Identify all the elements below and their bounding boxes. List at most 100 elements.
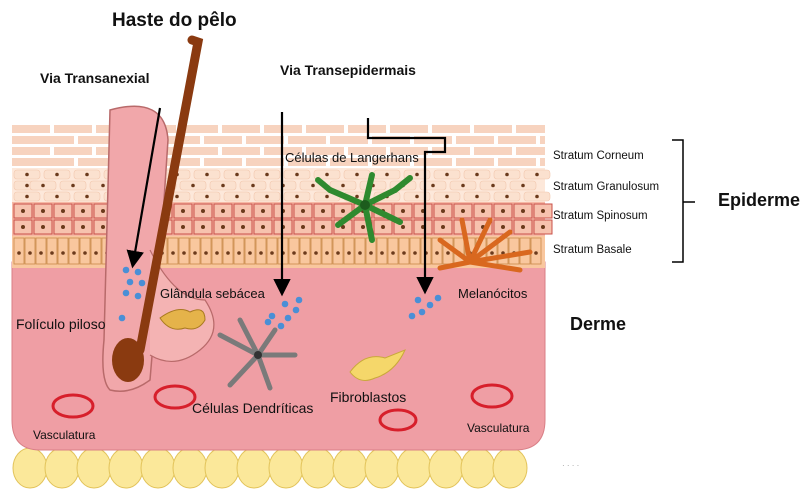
basale-nucleus bbox=[50, 251, 54, 255]
basale-nucleus bbox=[171, 251, 175, 255]
spinosum-nucleus bbox=[441, 209, 445, 213]
granulosum-nucleus bbox=[25, 184, 29, 188]
particle bbox=[415, 297, 422, 304]
granulosum-nucleus bbox=[205, 173, 209, 177]
granulosum-nucleus bbox=[385, 173, 389, 177]
fat-cell bbox=[301, 448, 335, 488]
basale-nucleus bbox=[380, 251, 384, 255]
granulosum-nucleus bbox=[191, 184, 195, 188]
basale-cell bbox=[289, 238, 299, 264]
basale-nucleus bbox=[292, 251, 296, 255]
corneum-cell bbox=[540, 158, 545, 166]
spinosum-nucleus bbox=[501, 209, 505, 213]
particle bbox=[435, 295, 442, 302]
spinosum-nucleus bbox=[61, 225, 65, 229]
corneum-cell bbox=[414, 158, 452, 166]
basale-nucleus bbox=[17, 251, 21, 255]
corneum-cell bbox=[306, 125, 344, 133]
dendritic-cells-label: Células Dendríticas bbox=[192, 400, 313, 416]
basale-cell bbox=[344, 238, 354, 264]
spinosum-nucleus bbox=[541, 225, 545, 229]
basale-nucleus bbox=[72, 251, 76, 255]
diagram-title: Haste do pêlo bbox=[112, 10, 237, 32]
basale-cell bbox=[91, 238, 101, 264]
particle bbox=[119, 315, 126, 322]
granulosum-nucleus bbox=[265, 195, 269, 199]
fat-cell bbox=[205, 448, 239, 488]
transepidermal-label: Via Transepidermais bbox=[280, 62, 416, 78]
spinosum-nucleus bbox=[541, 209, 545, 213]
spinosum-nucleus bbox=[361, 225, 365, 229]
particle bbox=[296, 297, 303, 304]
granulosum-nucleus bbox=[175, 195, 179, 199]
spinosum-nucleus bbox=[81, 209, 85, 213]
basale-cell bbox=[509, 238, 519, 264]
spinosum-nucleus bbox=[61, 209, 65, 213]
epidermis-label: Epiderme bbox=[718, 190, 800, 211]
vasculature-right-label: Vasculatura bbox=[467, 421, 529, 435]
basale-nucleus bbox=[391, 251, 395, 255]
particle bbox=[293, 307, 300, 314]
corneum-cell bbox=[474, 147, 512, 155]
corneum-cell bbox=[12, 147, 50, 155]
particle bbox=[135, 293, 142, 300]
particle bbox=[285, 315, 292, 322]
granulosum-nucleus bbox=[355, 195, 359, 199]
basale-nucleus bbox=[259, 251, 263, 255]
spinosum-nucleus bbox=[21, 225, 25, 229]
granulosum-nucleus bbox=[221, 184, 225, 188]
corneum-cell bbox=[288, 136, 326, 144]
basale-nucleus bbox=[490, 251, 494, 255]
granulosum-nucleus bbox=[325, 173, 329, 177]
spinosum-nucleus bbox=[261, 225, 265, 229]
spinosum-nucleus bbox=[241, 209, 245, 213]
spinosum-nucleus bbox=[21, 209, 25, 213]
basale-nucleus bbox=[358, 251, 362, 255]
corneum-cell bbox=[222, 125, 260, 133]
basale-nucleus bbox=[303, 251, 307, 255]
layer-label-corneum: Stratum Corneum bbox=[553, 150, 644, 162]
granulosum-nucleus bbox=[521, 184, 525, 188]
granulosum-nucleus bbox=[41, 184, 45, 188]
vasculature-left-label: Vasculatura bbox=[33, 428, 95, 442]
layer-label-basale: Stratum Basale bbox=[553, 244, 632, 256]
basale-nucleus bbox=[435, 251, 439, 255]
spinosum-nucleus bbox=[461, 209, 465, 213]
spinosum-nucleus bbox=[181, 209, 185, 213]
particle bbox=[419, 309, 426, 316]
granulosum-nucleus bbox=[445, 195, 449, 199]
basale-nucleus bbox=[534, 251, 538, 255]
melanocytes-label: Melanócitos bbox=[458, 286, 527, 301]
basale-cell bbox=[267, 238, 277, 264]
basale-cell bbox=[168, 238, 178, 264]
basale-nucleus bbox=[83, 251, 87, 255]
granulosum-nucleus bbox=[265, 173, 269, 177]
granulosum-nucleus bbox=[505, 173, 509, 177]
spinosum-nucleus bbox=[101, 225, 105, 229]
granulosum-nucleus bbox=[491, 184, 495, 188]
granulosum-nucleus bbox=[415, 195, 419, 199]
fat-cell bbox=[269, 448, 303, 488]
basale-cell bbox=[201, 238, 211, 264]
corneum-cell bbox=[204, 158, 242, 166]
basale-cell bbox=[234, 238, 244, 264]
granulosum-nucleus bbox=[341, 184, 345, 188]
spinosum-nucleus bbox=[521, 209, 525, 213]
basale-cell bbox=[223, 238, 233, 264]
granulosum-nucleus bbox=[235, 173, 239, 177]
basale-cell bbox=[388, 238, 398, 264]
granulosum-nucleus bbox=[251, 184, 255, 188]
particle bbox=[123, 267, 130, 274]
granulosum-nucleus bbox=[311, 184, 315, 188]
spinosum-nucleus bbox=[481, 209, 485, 213]
basale-nucleus bbox=[39, 251, 43, 255]
granulosum-nucleus bbox=[25, 195, 29, 199]
spinosum-nucleus bbox=[201, 225, 205, 229]
corneum-cell bbox=[54, 125, 92, 133]
corneum-cell bbox=[162, 158, 200, 166]
basale-cell bbox=[399, 238, 409, 264]
corneum-cell bbox=[456, 136, 494, 144]
basale-nucleus bbox=[248, 251, 252, 255]
spinosum-nucleus bbox=[41, 225, 45, 229]
basale-nucleus bbox=[314, 251, 318, 255]
